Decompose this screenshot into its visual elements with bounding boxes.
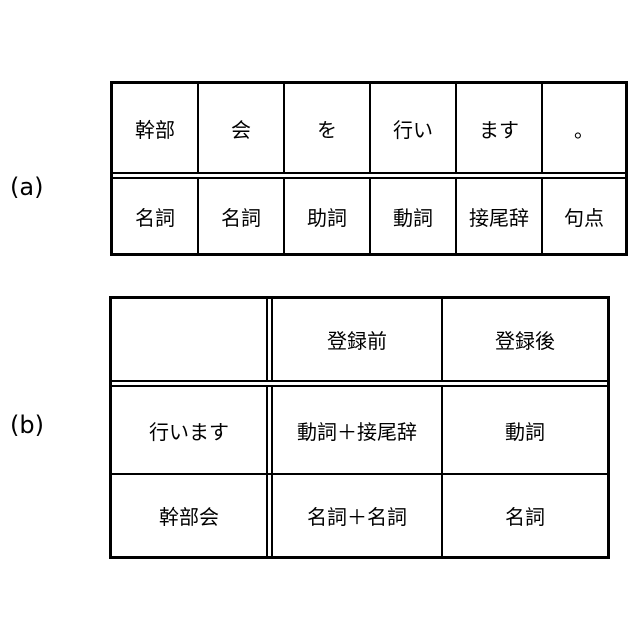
pos-cell: 助詞	[285, 179, 371, 253]
word-cell: ます	[457, 84, 543, 172]
word-cell: 幹部	[113, 84, 199, 172]
morpheme-table: 幹部 会 を 行い ます 。 名詞 名詞 助詞 動詞 接尾辞 句点	[110, 81, 628, 256]
panel-label-b: (b)	[10, 411, 44, 439]
header-row: 登録前 登録後	[112, 299, 607, 380]
table-row: 幹部会 名詞＋名詞 名詞	[112, 473, 607, 556]
pos-row: 名詞 名詞 助詞 動詞 接尾辞 句点	[113, 179, 625, 253]
pos-cell: 動詞	[371, 179, 457, 253]
word-cell: 。	[543, 84, 625, 172]
word-row: 幹部 会 を 行い ます 。	[113, 84, 625, 172]
pos-cell: 名詞	[199, 179, 285, 253]
before-cell: 名詞＋名詞	[273, 475, 443, 556]
word-cell: 会	[199, 84, 285, 172]
double-rule	[113, 172, 625, 179]
word-cell: を	[285, 84, 371, 172]
row-label: 幹部会	[112, 475, 268, 556]
pos-cell: 接尾辞	[457, 179, 543, 253]
header-cell-before: 登録前	[273, 299, 443, 380]
pos-cell: 名詞	[113, 179, 199, 253]
double-rule	[112, 380, 607, 387]
after-cell: 動詞	[443, 387, 607, 473]
header-cell-after: 登録後	[443, 299, 607, 380]
table-row: 行います 動詞＋接尾辞 動詞	[112, 387, 607, 473]
before-cell: 動詞＋接尾辞	[273, 387, 443, 473]
pos-cell: 句点	[543, 179, 625, 253]
after-cell: 名詞	[443, 475, 607, 556]
panel-label-a: (a)	[10, 173, 43, 201]
row-label: 行います	[112, 387, 268, 473]
registration-table: 登録前 登録後 行います 動詞＋接尾辞 動詞 幹部会 名詞＋名詞 名詞	[109, 296, 610, 559]
header-cell-empty	[112, 299, 268, 380]
word-cell: 行い	[371, 84, 457, 172]
